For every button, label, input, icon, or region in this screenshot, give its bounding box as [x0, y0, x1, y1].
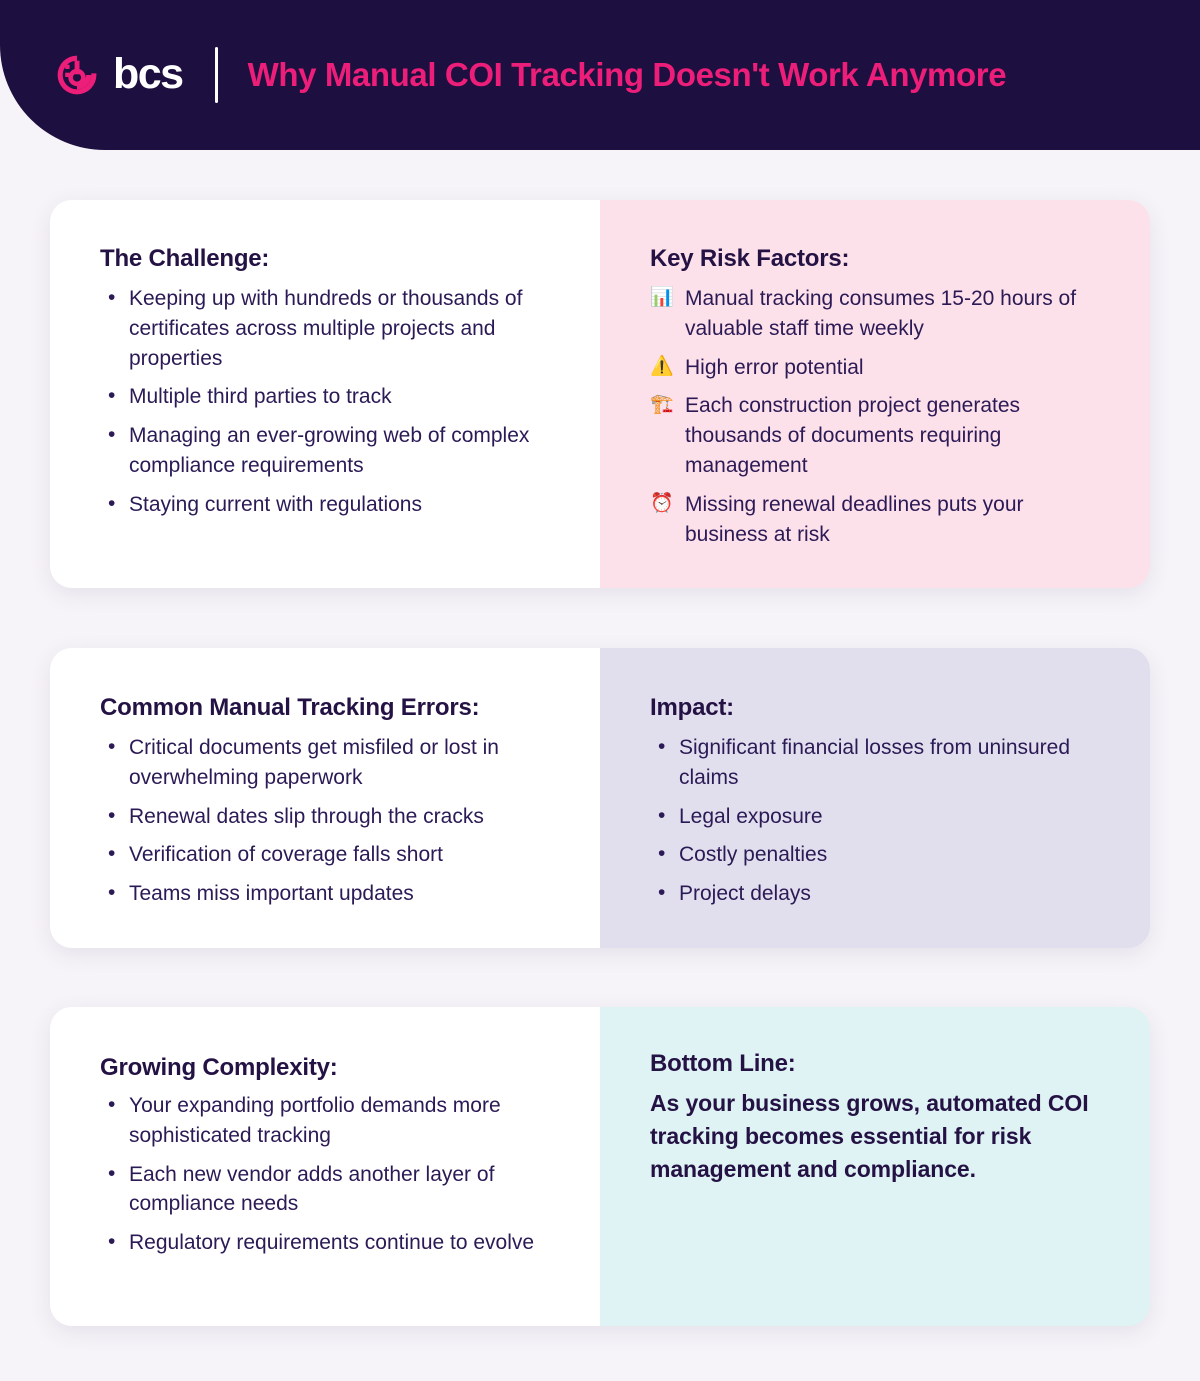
page-title: Why Manual COI Tracking Doesn't Work Any… [247, 55, 1007, 93]
card-complexity-bottomline: Growing Complexity: Your expanding portf… [50, 1007, 1150, 1326]
panel-heading: Key Risk Factors: [650, 245, 850, 272]
list-item-label: High error potential [685, 355, 864, 379]
panel-heading: The Challenge: [100, 245, 270, 272]
panel-bottom-line: Bottom Line: As your business grows, aut… [600, 1007, 1150, 1326]
bar-chart-icon: 📊 [650, 287, 674, 308]
list-item: Significant financial losses from uninsu… [658, 732, 1104, 793]
panel-common-manual-tracking-errors: Common Manual Tracking Errors: Critical … [50, 648, 600, 948]
panel-heading: Bottom Line: [650, 1050, 796, 1077]
bcs-circular-b-logo-icon [57, 55, 97, 95]
construction-crane-icon: 🏗️ [650, 394, 674, 416]
complexity-bullet-list: Your expanding portfolio demands more so… [100, 1090, 554, 1267]
list-item: Renewal dates slip through the cracks [108, 801, 554, 832]
list-item: ⏰ Missing renewal deadlines puts your bu… [650, 490, 1104, 550]
page-header: bcs Why Manual COI Tracking Doesn't Work… [0, 0, 1200, 150]
impact-bullet-list: Significant financial losses from uninsu… [650, 732, 1104, 918]
list-item: Multiple third parties to track [108, 381, 554, 412]
challenge-bullet-list: Keeping up with hundreds or thousands of… [100, 283, 554, 529]
panel-heading: Growing Complexity: [100, 1054, 338, 1081]
card-errors-impact: Common Manual Tracking Errors: Critical … [50, 648, 1150, 948]
risk-factor-list: 📊 Manual tracking consumes 15-20 hours o… [650, 284, 1104, 559]
logo-wordmark: bcs [113, 49, 184, 98]
panel-impact: Impact: Significant financial losses fro… [600, 648, 1150, 948]
warning-icon: ⚠️ [650, 355, 674, 377]
list-item: 📊 Manual tracking consumes 15-20 hours o… [650, 284, 1104, 344]
brand-logo[interactable]: bcs [55, 49, 184, 98]
list-item: Teams miss important updates [108, 878, 554, 909]
list-item: Each new vendor adds another layer of co… [108, 1159, 554, 1220]
errors-bullet-list: Critical documents get misfiled or lost … [100, 732, 554, 918]
panel-growing-complexity: Growing Complexity: Your expanding portf… [50, 1007, 600, 1326]
panel-the-challenge: The Challenge: Keeping up with hundreds … [50, 200, 600, 588]
bottom-line-text: As your business grows, automated COI tr… [650, 1090, 1089, 1182]
list-item: 🏗️ Each construction project generates t… [650, 391, 1104, 480]
alarm-clock-icon: ⏰ [650, 492, 674, 514]
list-item: Costly penalties [658, 839, 1104, 870]
list-item: Critical documents get misfiled or lost … [108, 732, 554, 793]
list-item: Regulatory requirements continue to evol… [108, 1227, 554, 1258]
list-item-label: Each construction project generates thou… [685, 394, 1021, 478]
list-item: Keeping up with hundreds or thousands of… [108, 283, 554, 373]
list-item-label: Manual tracking consumes 15-20 hours of … [685, 287, 1077, 340]
list-item: Verification of coverage falls short [108, 839, 554, 870]
list-item: Staying current with regulations [108, 489, 554, 520]
list-item-label: Missing renewal deadlines puts your busi… [685, 492, 1024, 546]
list-item: Managing an ever-growing web of complex … [108, 420, 554, 481]
list-item: ⚠️ High error potential [650, 353, 1104, 383]
list-item: Project delays [658, 878, 1104, 909]
list-item: Your expanding portfolio demands more so… [108, 1090, 554, 1151]
header-divider [214, 47, 218, 103]
panel-heading: Common Manual Tracking Errors: [100, 694, 480, 721]
panel-key-risk-factors: Key Risk Factors: 📊 Manual tracking cons… [600, 200, 1150, 588]
card-challenge-risk: The Challenge: Keeping up with hundreds … [50, 200, 1150, 588]
list-item: Legal exposure [658, 801, 1104, 832]
panel-heading: Impact: [650, 694, 734, 721]
